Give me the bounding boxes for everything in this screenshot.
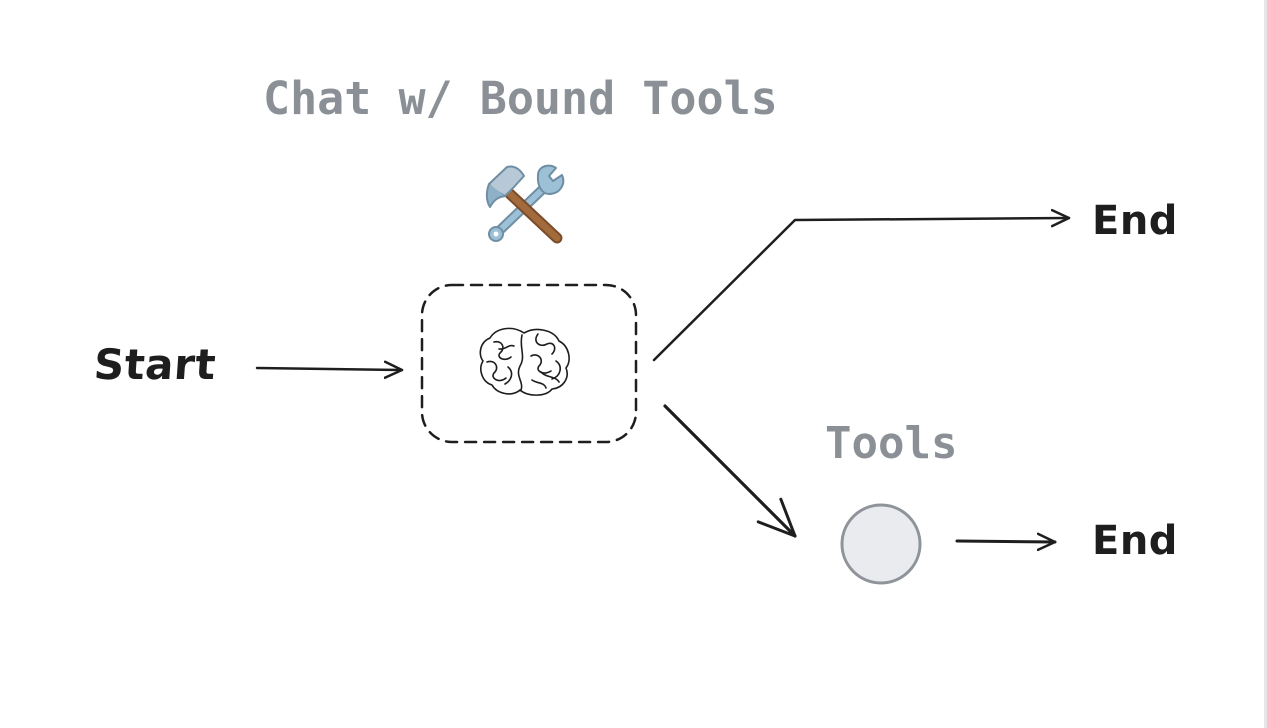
start-label: Start — [92, 340, 218, 389]
tools-title: Tools — [825, 418, 958, 469]
tools-to-end-arrow — [955, 541, 1057, 542]
brain-icon — [479, 327, 570, 396]
end-label-top: End — [1092, 198, 1178, 244]
end-label-bottom: End — [1092, 518, 1178, 564]
chat-title: Chat w/ Bound Tools — [263, 72, 778, 125]
canvas-edge — [1264, 0, 1267, 728]
model-to-tools-arrow — [663, 404, 797, 538]
start-arrow — [255, 368, 404, 370]
model-node — [420, 283, 638, 444]
model-to-end-arrow — [652, 218, 1071, 362]
tools-node — [840, 503, 922, 585]
hammer-and-wrench-icon — [485, 164, 565, 244]
